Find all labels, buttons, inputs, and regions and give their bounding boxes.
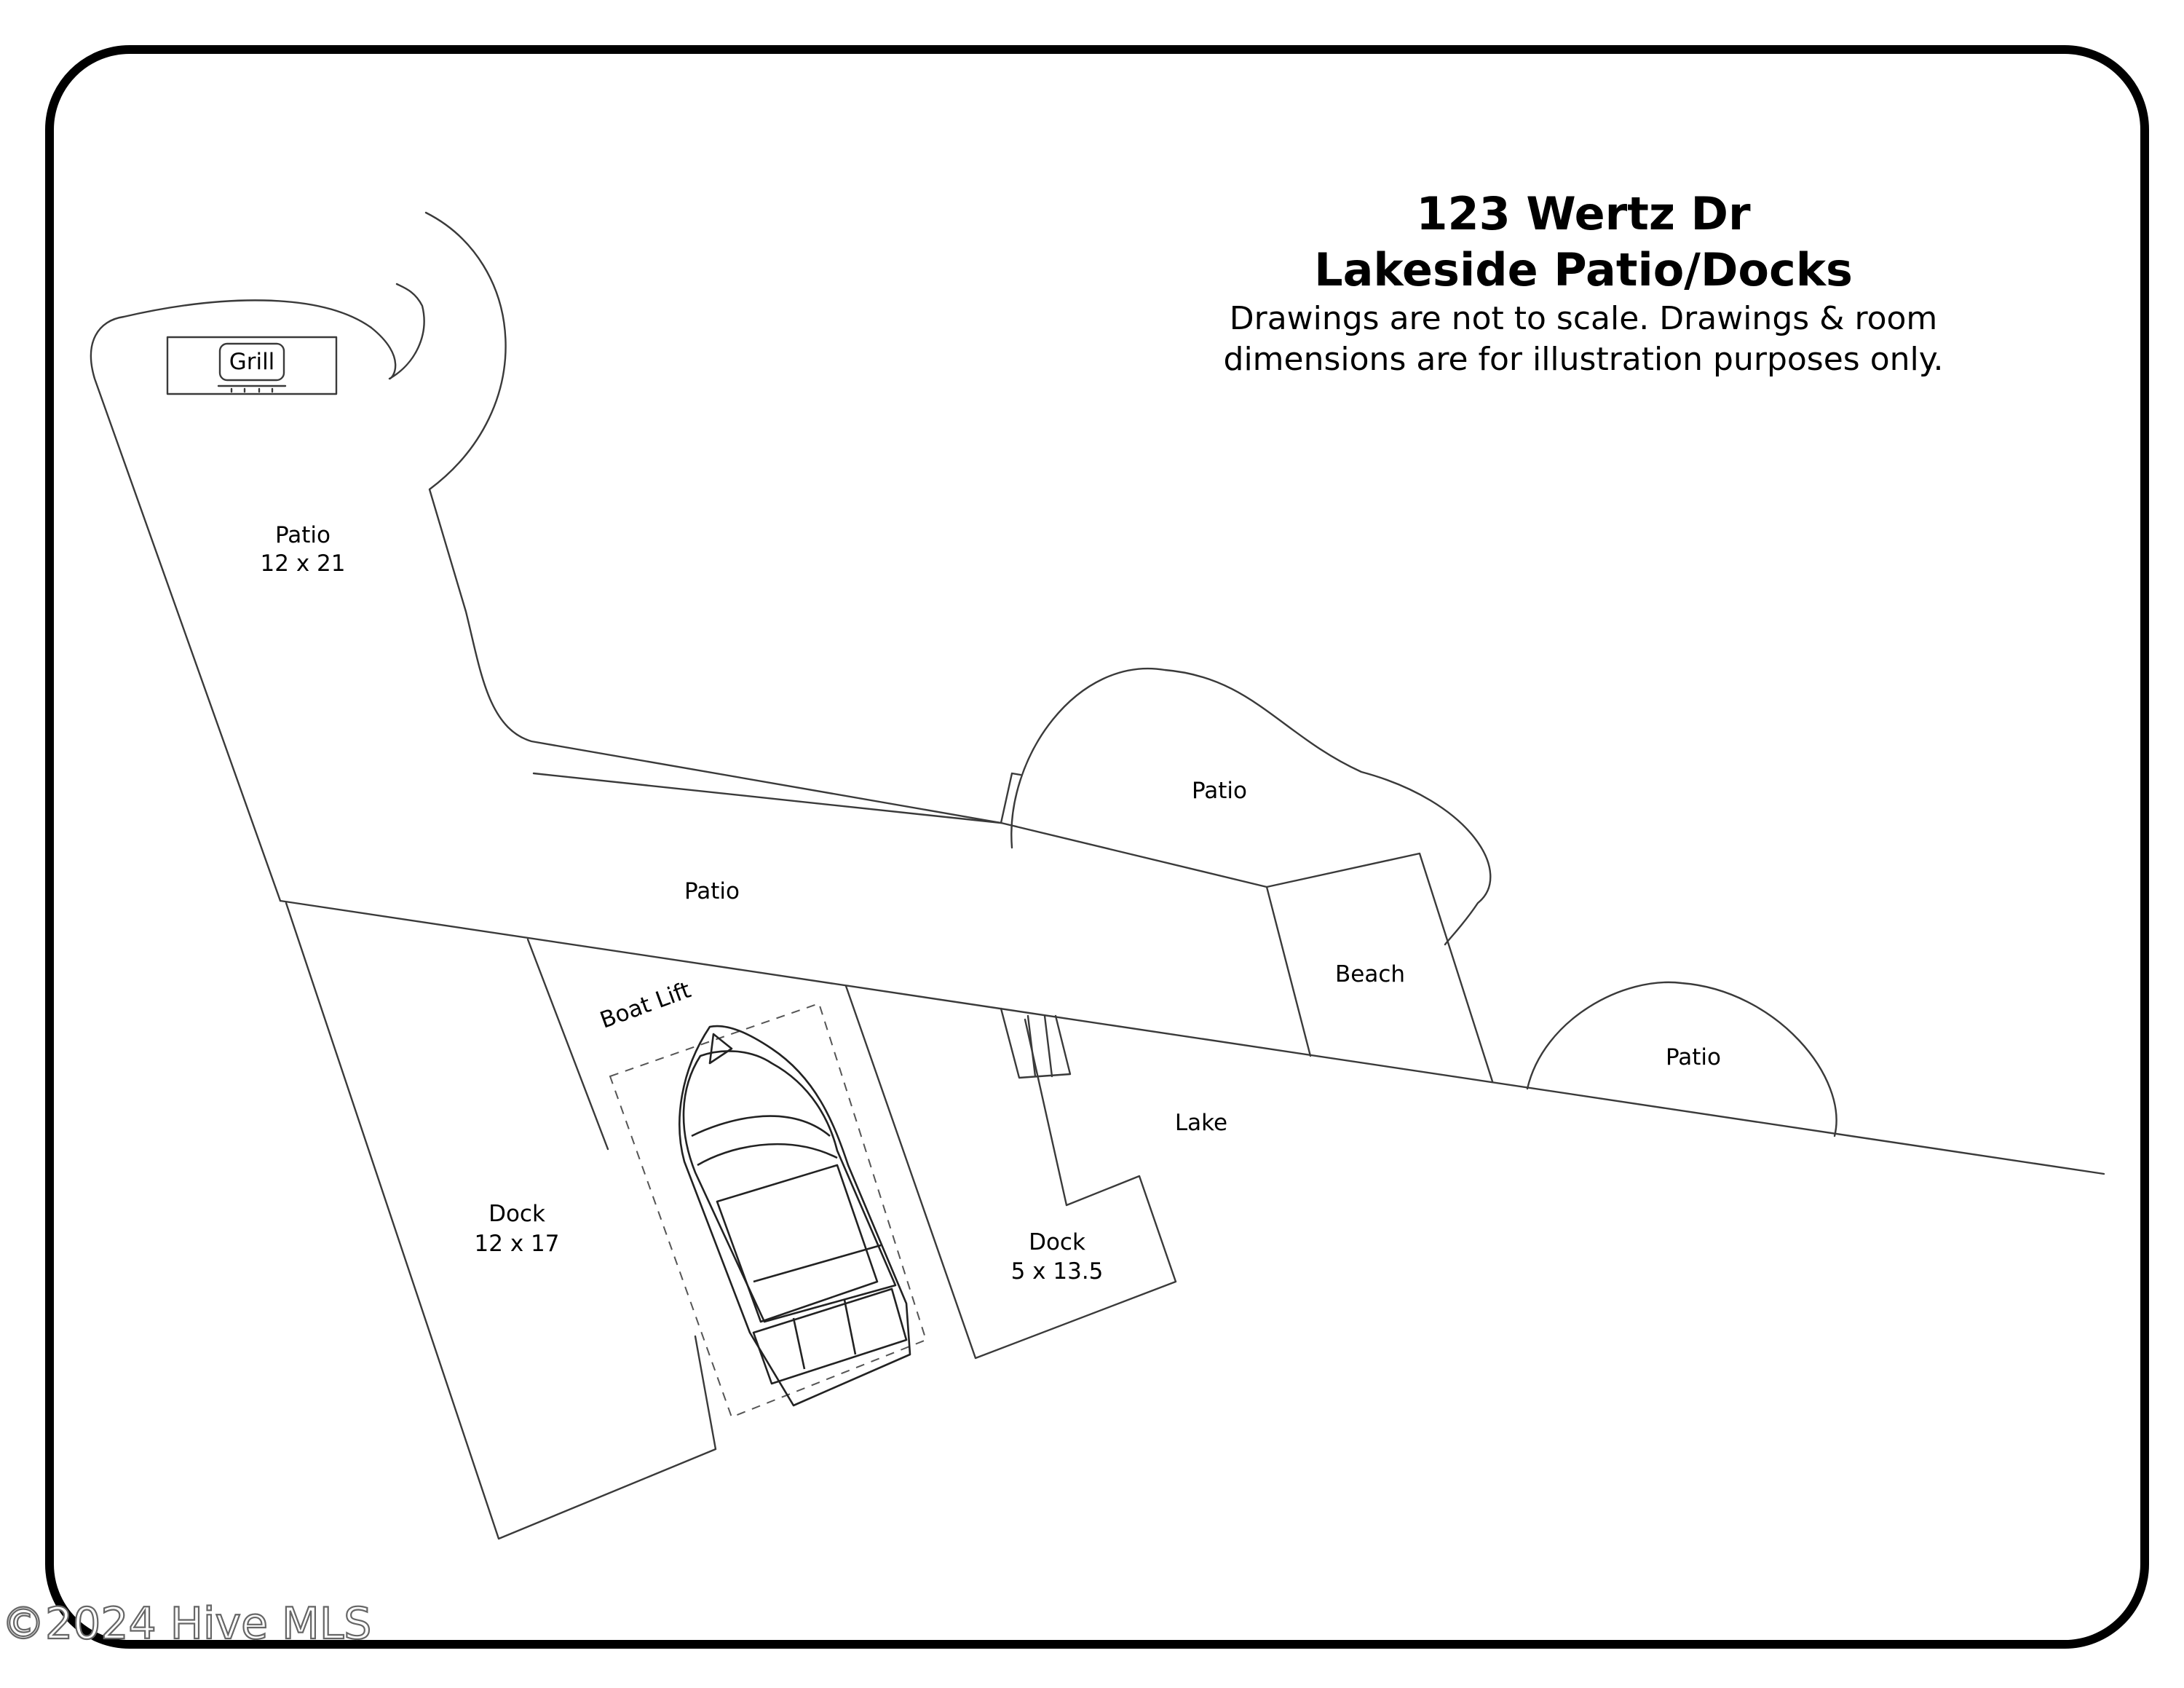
disclaimer-line-2: dimensions are for illustration purposes…	[1224, 341, 1944, 378]
boat-lift-boundary	[609, 1002, 927, 1419]
main-patio-dimensions: 12 x 21	[261, 551, 346, 577]
patio-wall-line	[532, 772, 1022, 824]
lake-label: Lake	[1175, 1110, 1227, 1136]
round-patio-label: Patio	[1192, 778, 1247, 804]
disclaimer-line-1: Drawings are not to scale. Drawings & ro…	[1230, 300, 1938, 337]
main-patio-label: Patio	[275, 522, 331, 548]
drawing-border	[45, 45, 2149, 1649]
grill-icon	[166, 336, 338, 395]
right-patio-outline	[1526, 981, 1837, 1137]
address-title: 123 Wertz Dr	[1416, 187, 1751, 240]
beach-outline	[1265, 852, 1494, 1083]
large-dock-label: Dock	[488, 1201, 545, 1227]
copyright-watermark: ©2024 Hive MLS	[1, 1598, 371, 1649]
plan-title: Lakeside Patio/Docks	[1314, 243, 1853, 296]
main-patio-outline	[90, 211, 1002, 902]
grill-label: Grill	[229, 349, 275, 375]
large-dock-outline	[285, 902, 717, 1540]
dock-steps	[1000, 1007, 1072, 1079]
boat-lift-label: Boat Lift	[597, 977, 695, 1034]
small-dock-label: Dock	[1029, 1229, 1085, 1255]
beach-label: Beach	[1335, 961, 1405, 987]
small-dock-dimensions: 5 x 13.5	[1011, 1258, 1104, 1285]
right-patio-label: Patio	[1666, 1044, 1721, 1070]
shoreline-strip	[279, 899, 2105, 1175]
patio-strip-label: Patio	[684, 878, 740, 904]
large-dock-dimensions: 12 x 17	[475, 1231, 560, 1257]
round-patio-outline	[1010, 668, 1492, 946]
patio-strip-top	[1000, 821, 1268, 888]
boat-icon	[678, 1025, 911, 1407]
small-dock-outline	[844, 985, 1177, 1360]
